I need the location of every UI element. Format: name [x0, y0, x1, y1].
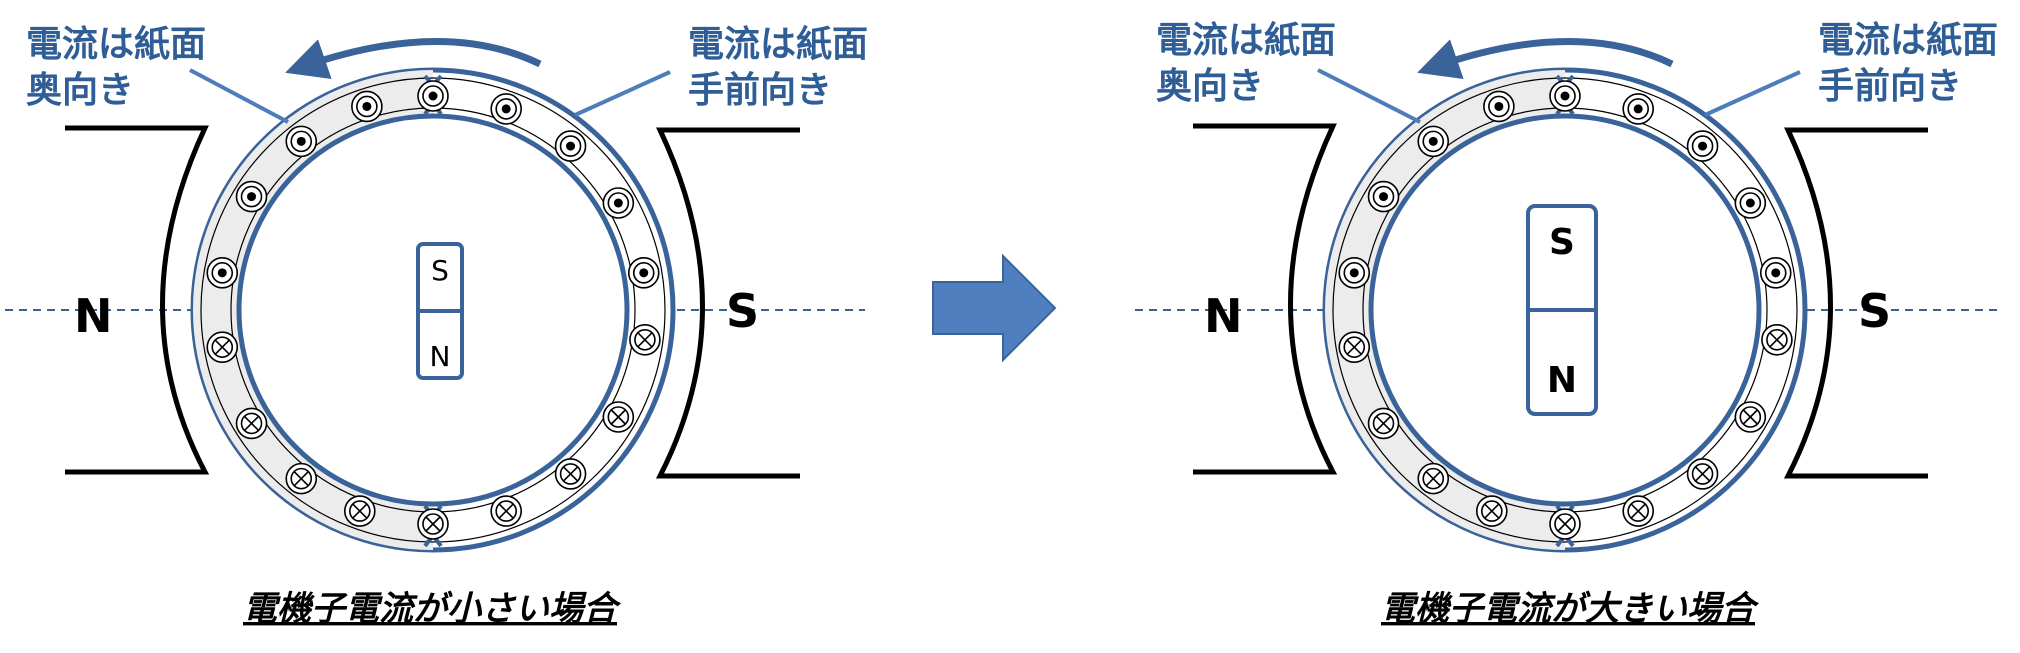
stator-pole-south	[1783, 127, 1928, 479]
conductor-into-page-icon	[554, 458, 587, 490]
conductor-into-page-icon	[1338, 331, 1371, 363]
caption: 電機子電流が大きい場合	[1381, 589, 1760, 629]
stator-pole-north	[1193, 123, 1338, 475]
callout-line-out	[574, 70, 671, 117]
label-out-line2: 手前向き	[688, 70, 832, 111]
label-into-line1: 電流は紙面	[26, 24, 206, 65]
label-out-line1: 電流は紙面	[1818, 20, 1998, 61]
rotation-arrow-icon	[285, 38, 542, 80]
conductors-out-of-page	[1338, 80, 1792, 289]
conductor-out-of-page-icon	[351, 90, 383, 123]
conductor-into-page-icon	[1549, 508, 1581, 540]
conductor-into-page-icon	[1622, 495, 1654, 527]
conductor-into-page-icon	[1686, 458, 1719, 490]
magnet-top-letter: S	[431, 254, 449, 287]
conductor-out-of-page-icon	[1549, 80, 1581, 112]
conductor-into-page-icon	[490, 495, 522, 527]
conductor-into-page-icon	[235, 407, 268, 440]
conductor-into-page-icon	[1734, 401, 1767, 433]
conductors-into-page	[1338, 323, 1793, 540]
conductors-into-page	[206, 323, 661, 540]
conductor-out-of-page-icon	[1417, 125, 1450, 158]
conductor-out-of-page-icon	[490, 93, 522, 125]
conductor-into-page-icon	[285, 462, 318, 495]
stator-pole-south	[655, 127, 800, 479]
conductor-out-of-page-icon	[1734, 187, 1767, 219]
conductor-out-of-page-icon	[1686, 130, 1719, 162]
callout-line-into	[189, 68, 289, 124]
conductor-into-page-icon	[1417, 462, 1450, 495]
conductor-out-of-page-icon	[285, 125, 318, 158]
conductor-out-of-page-icon	[1759, 257, 1792, 289]
pole-right-letter: S	[726, 284, 759, 338]
conductor-out-of-page-icon	[554, 130, 587, 162]
conductor-out-of-page-icon	[602, 187, 635, 219]
stator-pole-north	[65, 125, 210, 475]
conductor-out-of-page-icon	[1622, 93, 1654, 125]
panel-large-current: 電流は紙面 奥向き 電流は紙面 手前向き N S S N 電機子電流が大きい場合	[1135, 20, 2000, 629]
conductor-out-of-page-icon	[235, 180, 268, 213]
coil-band-outer	[200, 77, 666, 543]
right-arrow-icon	[932, 253, 1057, 363]
conductor-out-of-page-icon	[1483, 90, 1515, 123]
conductor-into-page-icon	[602, 401, 635, 433]
conductor-into-page-icon	[1476, 495, 1508, 527]
conductor-into-page-icon	[1761, 323, 1793, 356]
magnet-bottom-letter: N	[430, 340, 451, 373]
pole-left-letter: N	[74, 289, 113, 343]
label-into-line2: 奥向き	[1156, 66, 1264, 107]
conductor-out-of-page-icon	[206, 257, 239, 289]
conductor-out-of-page-icon	[1367, 180, 1400, 213]
conductor-out-of-page-icon	[627, 257, 660, 289]
caption: 電機子電流が小さい場合	[243, 589, 622, 629]
label-into-line2: 奥向き	[26, 70, 134, 111]
conductor-out-of-page-icon	[417, 80, 449, 112]
coil-band-outer	[1332, 77, 1798, 543]
conductor-into-page-icon	[206, 331, 239, 363]
conductor-into-page-icon	[1367, 407, 1400, 440]
rotation-arrow-icon	[1417, 38, 1674, 80]
label-out-line1: 電流は紙面	[688, 24, 868, 65]
label-out-line2: 手前向き	[1818, 66, 1962, 107]
conductor-out-of-page-icon	[1338, 257, 1371, 289]
panel-small-current: 電流は紙面 奥向き 電流は紙面 手前向き N S S N 電機子電流が小さい場合	[5, 24, 868, 629]
conductors-out-of-page	[206, 80, 660, 289]
magnet-bottom-letter: N	[1547, 360, 1577, 401]
conductor-into-page-icon	[417, 508, 449, 540]
callout-line-out	[1704, 70, 1801, 117]
label-into-line1: 電流は紙面	[1156, 20, 1336, 61]
callout-line-into	[1317, 68, 1421, 124]
magnet-top-letter: S	[1549, 222, 1575, 263]
pole-right-letter: S	[1858, 284, 1891, 338]
conductor-into-page-icon	[629, 323, 661, 356]
pole-left-letter: N	[1204, 289, 1243, 343]
conductor-into-page-icon	[344, 495, 376, 527]
